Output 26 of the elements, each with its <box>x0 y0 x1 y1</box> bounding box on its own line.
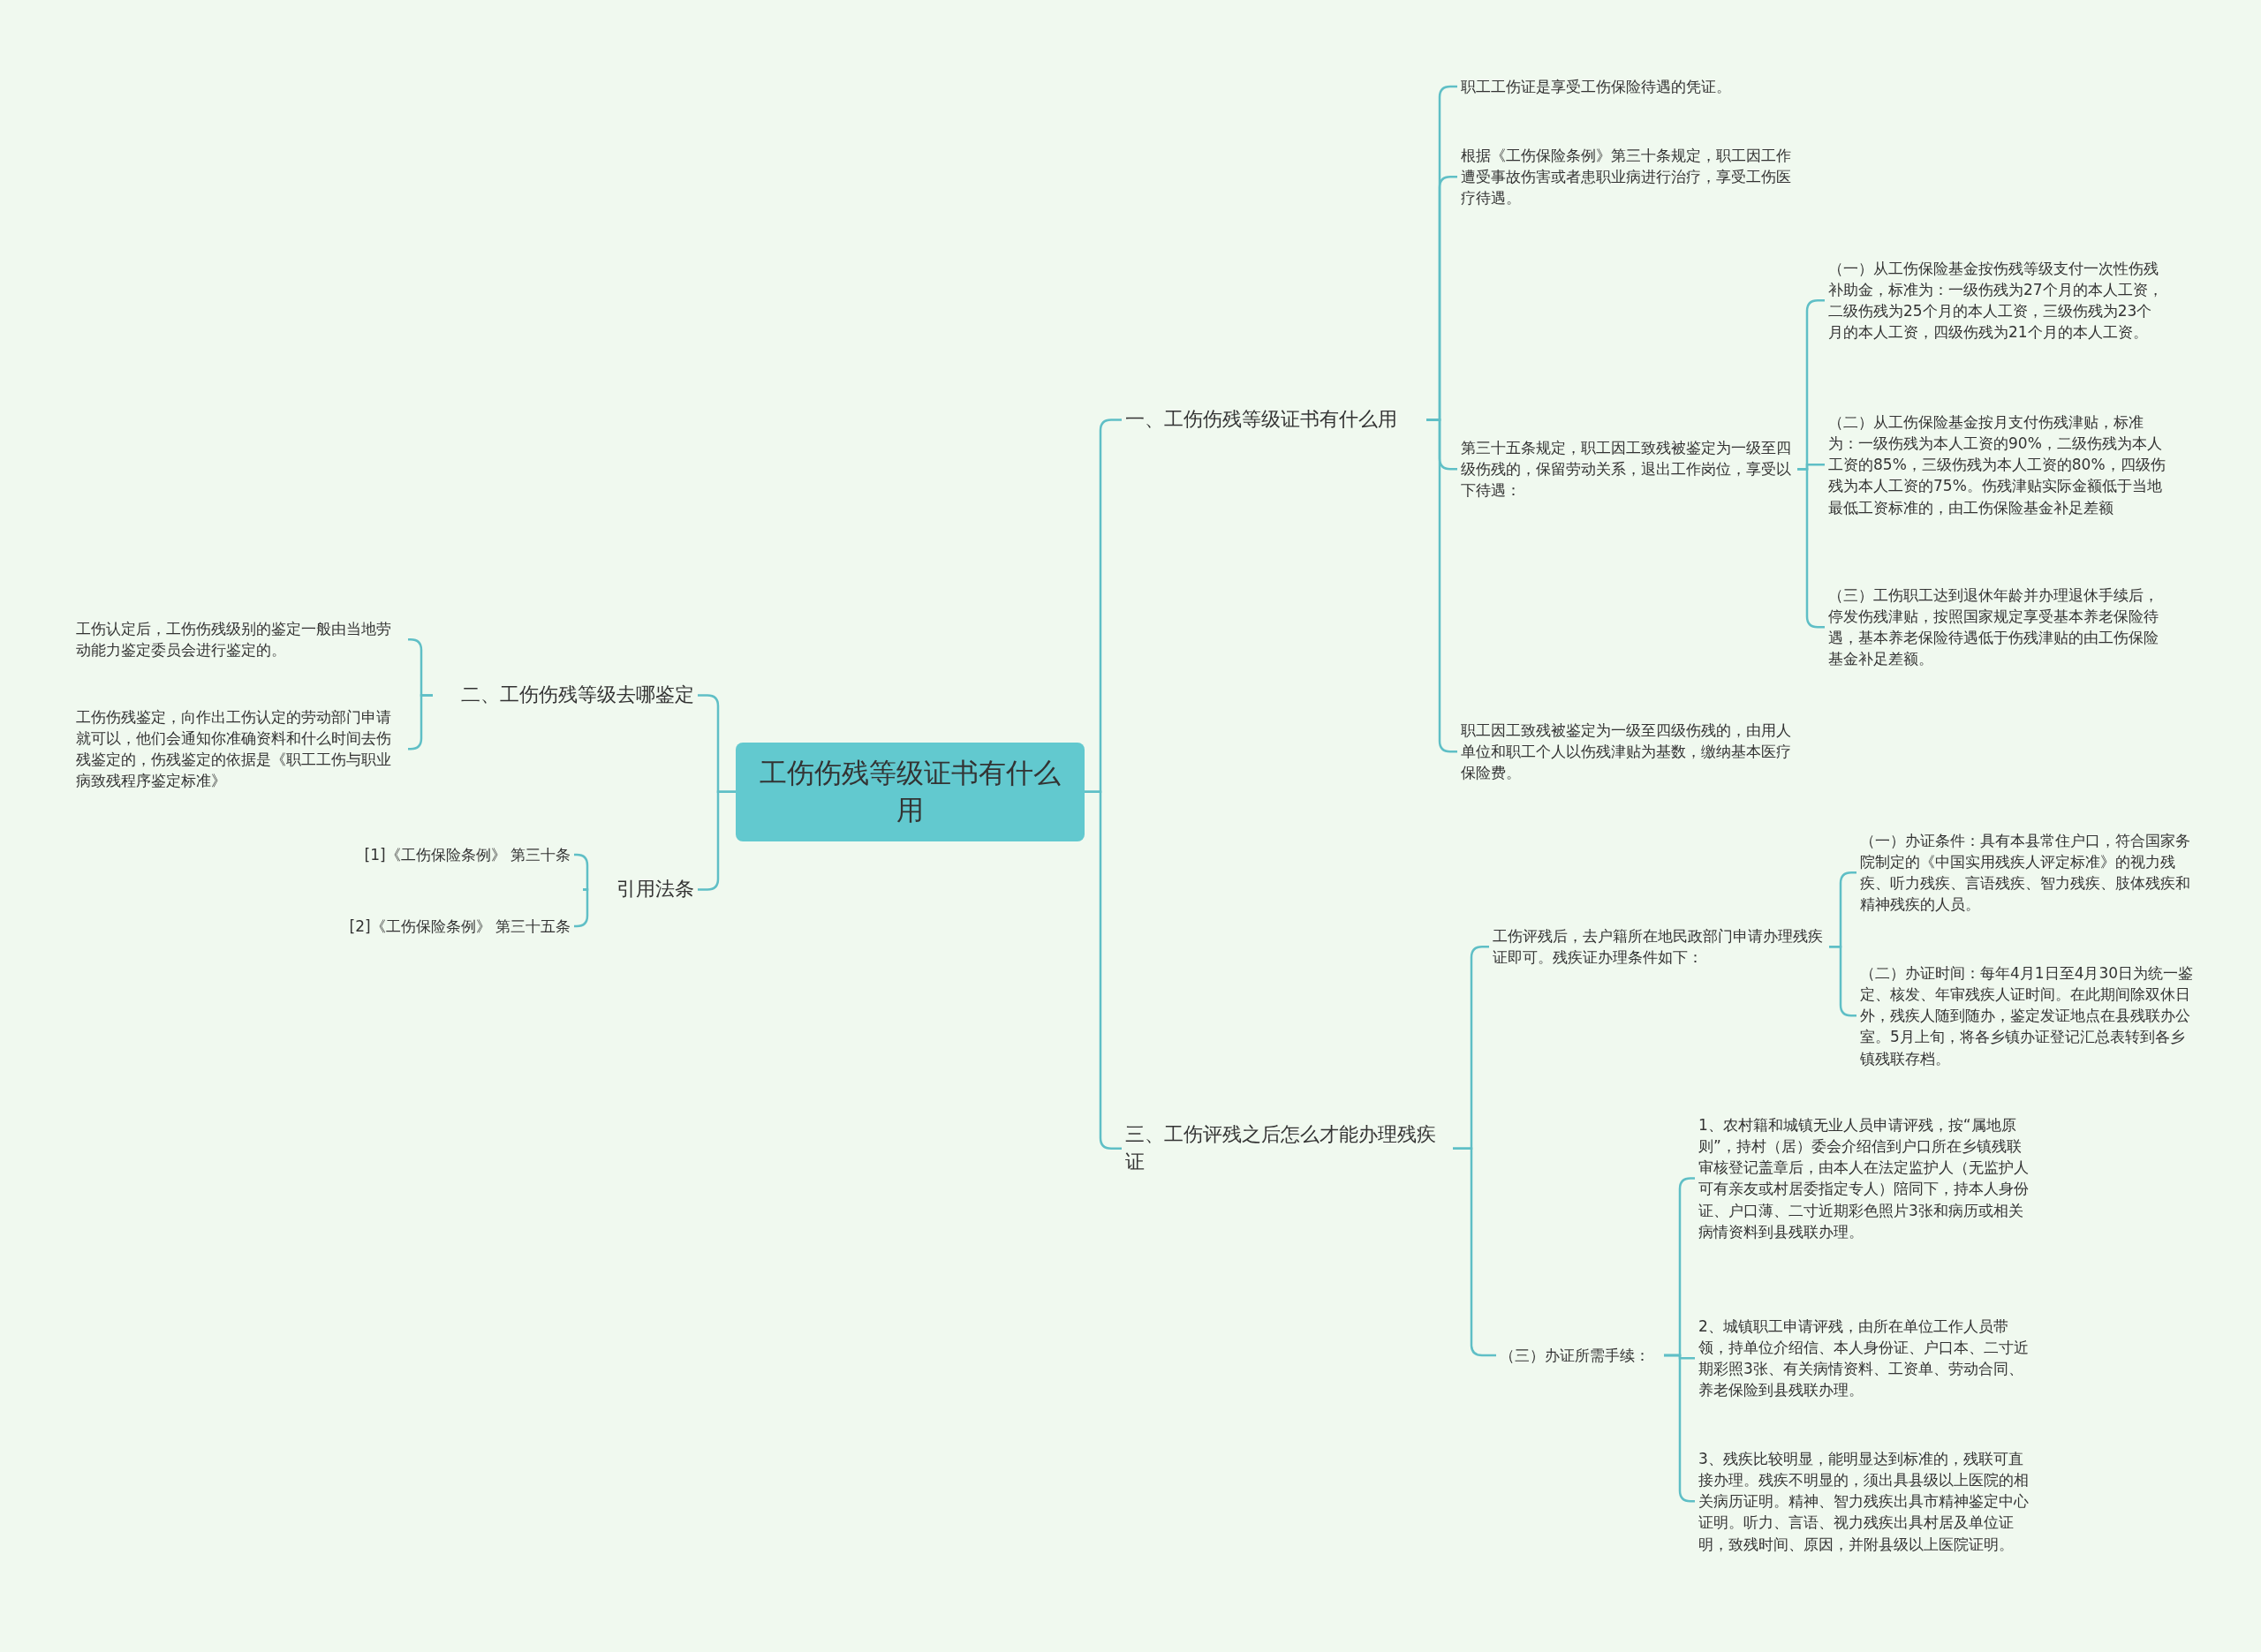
central-topic-box: 工伤伤残等级证书有什么用 <box>736 743 1085 841</box>
subtopic-text: 职工工伤证是享受工伤保险待遇的凭证。 <box>1457 74 1793 100</box>
branch-topic-text: 引用法条 <box>583 874 698 905</box>
branch-topic-text: 二、工伤伤残等级去哪鉴定 <box>433 680 698 711</box>
subtopic-text: 2、城镇职工申请评残，由所在单位工作人员带领，持单位介绍信、本人身份证、户口本、二寸近期彩照3张、有关病情资料、工资单、劳动合同、养老保险到县残联办理。 <box>1695 1314 2035 1403</box>
connector-line <box>408 694 433 751</box>
subtopic-text: 工伤认定后，工伤伤残级别的鉴定一般由当地劳动能力鉴定委员会进行鉴定的。 <box>72 616 408 663</box>
subtopic-text: 3、残疾比较明显，能明显达到标准的，残联可直接办理。残疾不明显的，须出具县级以上医院的相关病历证明。精神、智力残疾出具市精神鉴定中心证明。听力、言语、视力残疾出具村居及单位证明，致残时间、原因，并附县级以上医院证明。 <box>1695 1446 2035 1557</box>
subtopic-text: [1]《工伤保险条例》 第三十条 <box>318 842 574 868</box>
subtopic-text: 第三十五条规定，职工因工致残被鉴定为一级至四级伤残的，保留劳动关系，退出工作岗位，享受以下待遇： <box>1457 435 1797 503</box>
subtopic-text: （三）工伤职工达到退休年龄并办理退休手续后，停发伤残津贴，按照国家规定享受基本养老保险待遇，基本养老保险待遇低于伤残津贴的由工伤保险基金补足差额。 <box>1825 583 2169 672</box>
subtopic-text: 根据《工伤保险条例》第三十条规定，职工因工作遭受事故伤害或者患职业病进行治疗，享受工伤医疗待遇。 <box>1457 143 1797 211</box>
branch-topic-text: 三、工伤评残之后怎么才能办理残疾证 <box>1122 1120 1453 1178</box>
subtopic-text: 1、农村籍和城镇无业人员申请评残，按“属地原则”，持村（居）委会介绍信到户口所在乡镇残联审核登记盖章后，由本人在法定监护人（无监护人可有亲友或村居委指定专人）陪同下，持本人身份证、户口薄、二寸近期彩色照片3张和病历或相关病情资料到县残联办理。 <box>1695 1113 2035 1244</box>
subtopic-text: （三）办证所需手续： <box>1496 1343 1664 1369</box>
subtopic-text: （一）办证条件：具有本县常住户口，符合国家务院制定的《中国实用残疾人评定标准》的视力残疾、听力残疾、言语残疾、智力残疾、肢体残疾和精神残疾的人员。 <box>1856 828 2201 917</box>
connector-line <box>574 853 589 891</box>
subtopic-text: 工伤评残后，去户籍所在地民政部门申请办理残疾证即可。残疾证办理条件如下： <box>1489 924 1829 970</box>
subtopic-text: [2]《工伤保险条例》 第三十五条 <box>309 914 574 939</box>
subtopic-text: 职工因工致残被鉴定为一级至四级伤残的，由用人单位和职工个人以伤残津贴为基数，缴纳基本医疗保险费。 <box>1457 718 1797 786</box>
subtopic-text: （一）从工伤保险基金按伤残等级支付一次性伤残补助金，标准为：一级伤残为27个月的本人工资，二级伤残为25个月的本人工资，三级伤残为23个月的本人工资，四级伤残为21个月的本人工资。 <box>1825 256 2169 345</box>
subtopic-text: （二）从工伤保险基金按月支付伤残津贴，标准为：一级伤残为本人工资的90%，二级伤残为本人工资的85%，三级伤残为本人工资的80%，四级伤残为本人工资的75%。伤残津贴实际金额低于当地最低工资标准的，由工伤保险基金补足差额 <box>1825 410 2169 520</box>
connector-line <box>574 888 589 928</box>
branch-topic-text: 一、工伤伤残等级证书有什么用 <box>1122 404 1426 435</box>
subtopic-text: 工伤伤残鉴定，向作出工伤认定的劳动部门申请就可以，他们会通知你准确资料和什么时间去伤残鉴定的，伤残鉴定的依据是《职工工伤与职业病致残程序鉴定标准》 <box>72 705 408 794</box>
subtopic-text: （二）办证时间：每年4月1日至4月30日为统一鉴定、核发、年审残疾人证时间。在此期间除双休日外，残疾人随到随办，鉴定发证地点在县残联办公室。5月上旬，将各乡镇办证登记汇总表转到各乡镇残联存档。 <box>1856 961 2201 1071</box>
